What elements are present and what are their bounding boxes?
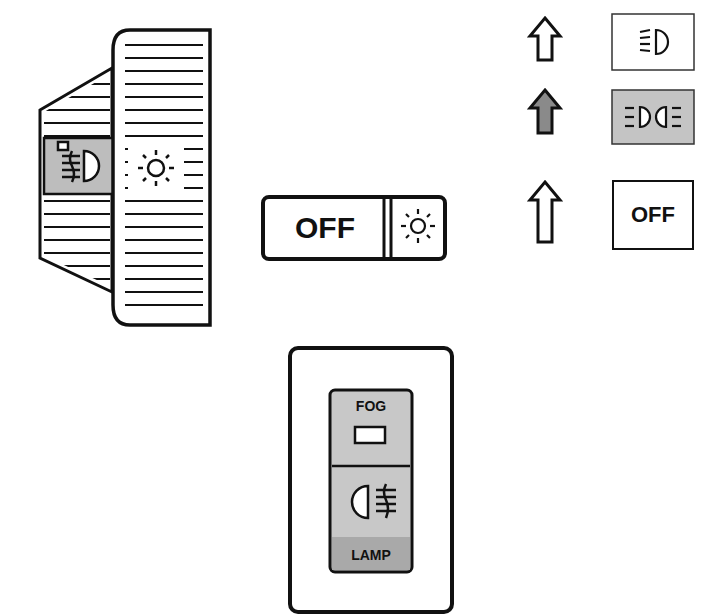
switch-text: OFF — [295, 213, 355, 243]
switch-text: OFF — [631, 204, 675, 226]
off-switch-label: OFF — [612, 180, 694, 250]
switch-text: FOG — [356, 399, 386, 413]
fog-lamp-button: FOG LAMP — [330, 390, 412, 572]
switch-text: LAMP — [351, 548, 391, 562]
off-switch-label: OFF — [268, 201, 382, 255]
